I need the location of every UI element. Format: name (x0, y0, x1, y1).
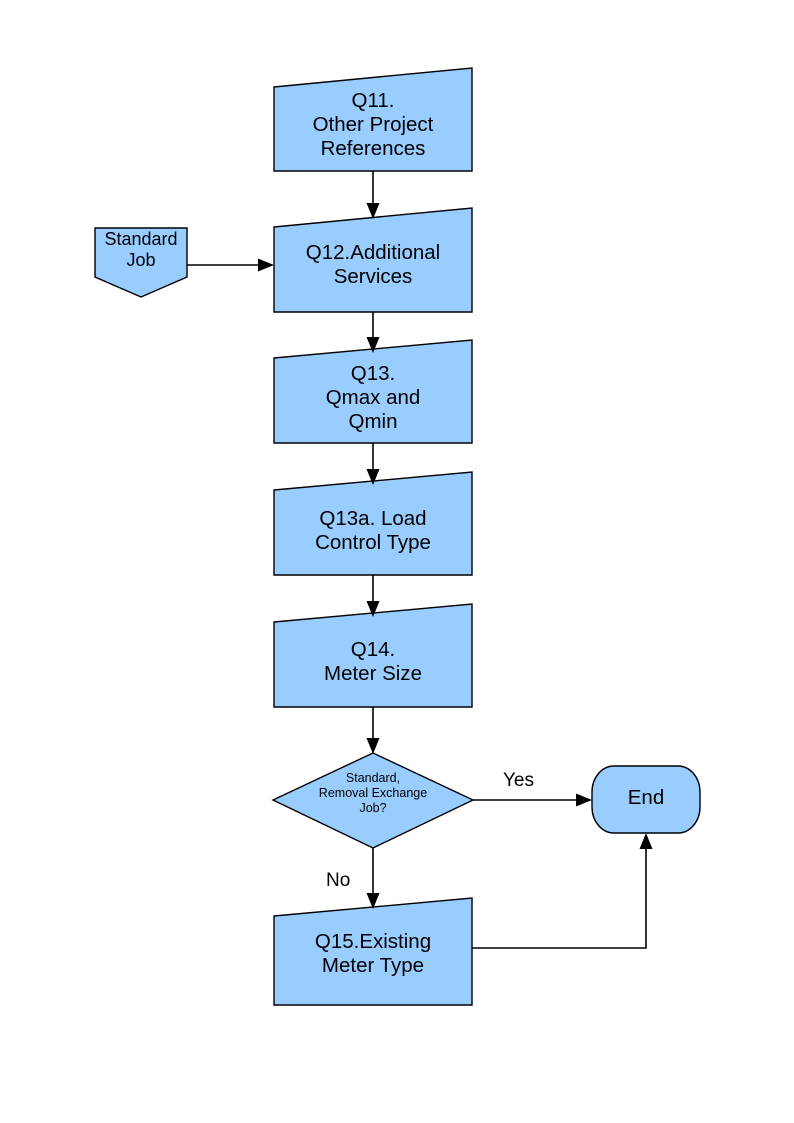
node-standard-job-shape[interactable] (94, 227, 188, 298)
edge-standardjob-q12-arrowhead (258, 258, 274, 272)
node-q11-shape[interactable] (273, 67, 473, 172)
node-q13-shape[interactable] (273, 339, 473, 444)
node-end-shape[interactable] (591, 765, 701, 834)
edge-label-yes: Yes (503, 770, 534, 791)
edge-label-no: No (326, 870, 351, 891)
edge-q15-end-arrowhead (639, 833, 653, 849)
edge-decision-q15-arrowhead (366, 893, 380, 909)
edge-q14-decision-arrowhead (366, 738, 380, 754)
node-q14-shape[interactable] (273, 603, 473, 708)
edge-q13-q13a-arrowhead (366, 469, 380, 485)
edge-q11-q12-arrowhead (366, 203, 380, 219)
edge-q13a-q14-arrowhead (366, 601, 380, 617)
edge-decision-end-arrowhead (576, 793, 592, 807)
edge-q12-q13-arrowhead (366, 337, 380, 353)
node-q12-shape[interactable] (273, 207, 473, 313)
node-decision-shape[interactable] (271, 752, 475, 849)
node-q15-shape[interactable] (273, 897, 473, 1006)
edge-q15-end-line (472, 845, 647, 949)
node-q13a-shape[interactable] (273, 471, 473, 576)
